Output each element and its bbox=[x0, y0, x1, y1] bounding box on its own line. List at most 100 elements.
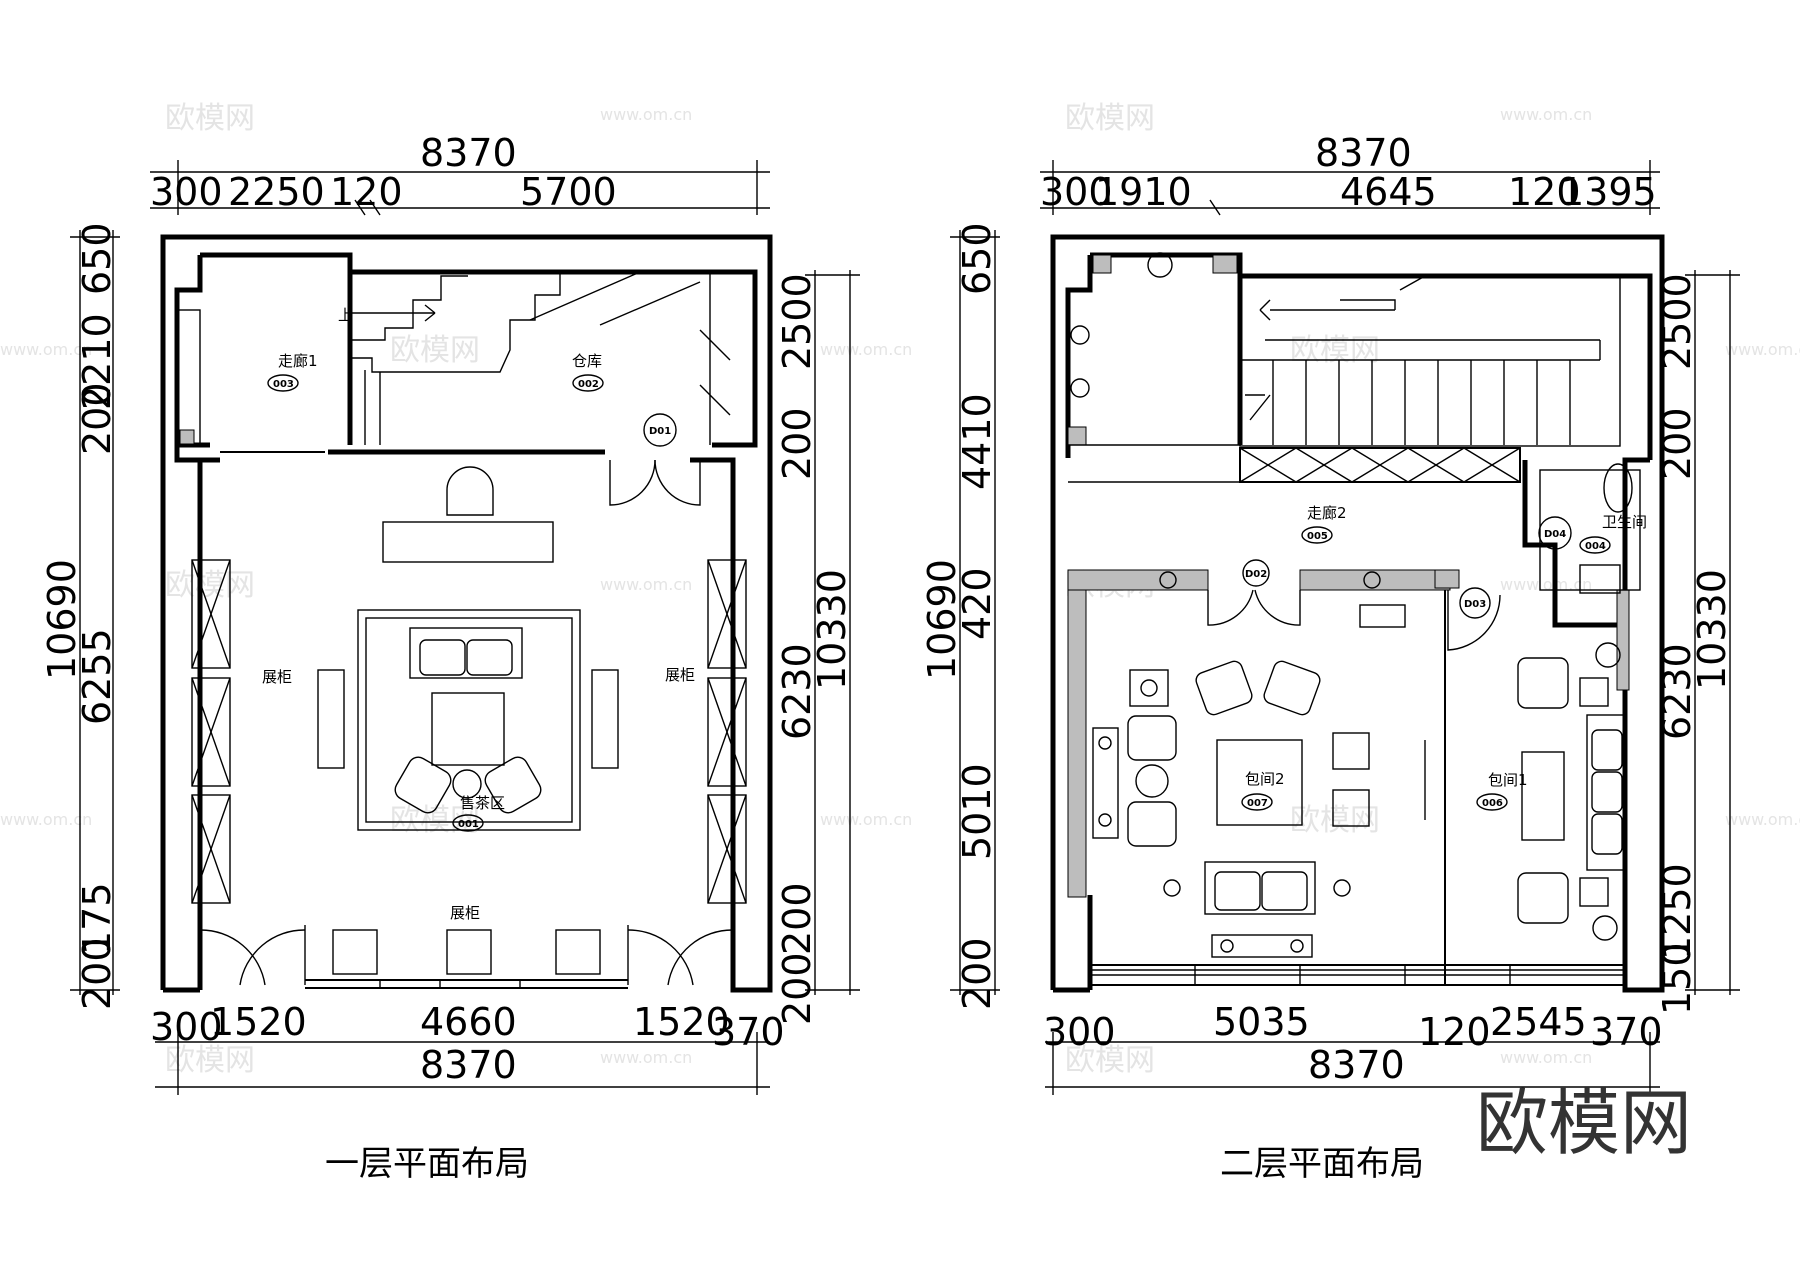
room-tag: 007 bbox=[1247, 798, 1268, 809]
dim-total: 10330 bbox=[1690, 569, 1734, 690]
floor2-left-dimensions: 650 4410 420 5010 200 10690 bbox=[920, 222, 1000, 1010]
dim-segment: 200 bbox=[775, 952, 819, 1025]
room-label: 售茶区 bbox=[460, 794, 505, 812]
floor1-left-dimensions: 10690 650 2210 200 6255 175 200 bbox=[40, 222, 120, 1010]
floor1-door-double bbox=[609, 459, 701, 506]
watermark-url: www.om.cn bbox=[1500, 105, 1592, 124]
watermark-url: www.om.cn bbox=[820, 340, 912, 359]
dim-segment: 200 bbox=[775, 882, 819, 955]
dim-total: 10330 bbox=[810, 569, 854, 690]
dim-total: 8370 bbox=[420, 1043, 517, 1087]
room-label: 走廊1 bbox=[278, 352, 318, 370]
floor2-caption: 二层平面布局 bbox=[1220, 1144, 1424, 1184]
dim-segment: 120 bbox=[1418, 1010, 1491, 1054]
dim-segment: 200 bbox=[775, 407, 819, 480]
floor2-top-dimensions: 8370 300 1910 4645 120 1395 bbox=[1040, 131, 1660, 216]
brand-watermark: 欧模网 bbox=[1476, 1081, 1692, 1165]
floor2-bottom-dimensions: 300 5035 120 2545 370 8370 bbox=[1043, 1000, 1663, 1095]
dim-segment: 4645 bbox=[1340, 170, 1437, 214]
dim-segment: 1910 bbox=[1095, 170, 1192, 214]
floor2-right-dimensions: 2500 200 6230 1250 150 10330 bbox=[1655, 270, 1740, 1015]
dim-segment: 420 bbox=[955, 567, 999, 640]
dim-segment: 300 bbox=[150, 170, 223, 214]
dim-segment: 5010 bbox=[955, 763, 999, 860]
room-tag: 002 bbox=[578, 379, 599, 390]
watermark-url: www.om.cn bbox=[0, 810, 92, 829]
watermark-url: www.om.cn bbox=[820, 810, 912, 829]
dim-segment: 370 bbox=[712, 1010, 785, 1054]
dim-total: 8370 bbox=[1315, 131, 1412, 175]
floor2-doors: D02 D03 bbox=[1207, 559, 1501, 651]
watermark-url: www.om.cn bbox=[1725, 340, 1800, 359]
dim-segment: 120 bbox=[1508, 170, 1581, 214]
dim-segment: 5035 bbox=[1213, 1000, 1310, 1044]
watermark-logo: 欧模网 bbox=[1290, 333, 1380, 368]
dim-segment: 650 bbox=[955, 222, 999, 295]
dim-segment: 1520 bbox=[210, 1000, 307, 1044]
dim-segment: 6255 bbox=[75, 628, 119, 725]
watermark-logo: 欧模网 bbox=[1065, 1043, 1155, 1078]
dim-segment: 4410 bbox=[955, 393, 999, 490]
dim-segment: 200 bbox=[955, 937, 999, 1010]
dim-segment: 2500 bbox=[775, 273, 819, 370]
floor1-entrance bbox=[199, 925, 734, 989]
dim-segment: 120 bbox=[330, 170, 403, 214]
dim-segment: 370 bbox=[1590, 1010, 1663, 1054]
watermark-logo: 欧模网 bbox=[390, 333, 480, 368]
cabinet-label: 展柜 bbox=[262, 668, 292, 686]
dim-segment: 300 bbox=[1040, 170, 1113, 214]
room-label: 走廊2 bbox=[1307, 504, 1347, 522]
door-tag: D02 bbox=[1245, 569, 1267, 580]
cabinet-label: 展柜 bbox=[450, 904, 480, 922]
watermark-url: www.om.cn bbox=[600, 575, 692, 594]
watermark-url: www.om.cn bbox=[0, 340, 92, 359]
dim-segment: 2250 bbox=[228, 170, 325, 214]
dim-total: 8370 bbox=[420, 131, 517, 175]
watermark-logo: 欧模网 bbox=[165, 568, 255, 603]
watermark-url: www.om.cn bbox=[1500, 1048, 1592, 1067]
floor1-bottom-dimensions: 300 1520 4660 1520 370 8370 bbox=[150, 1000, 785, 1095]
dim-segment: 2545 bbox=[1490, 1000, 1587, 1044]
cabinet-label: 展柜 bbox=[665, 666, 695, 684]
dim-segment: 2210 bbox=[75, 313, 119, 410]
dim-segment: 300 bbox=[150, 1005, 223, 1049]
room-tag: 006 bbox=[1482, 798, 1503, 809]
dim-segment: 650 bbox=[75, 222, 119, 295]
dim-segment: 200 bbox=[75, 937, 119, 1010]
dim-total: 8370 bbox=[1308, 1043, 1405, 1087]
floor2-corridor: 走廊2 005 bbox=[1068, 252, 1381, 589]
floor2-railing bbox=[1239, 447, 1521, 483]
floor1-caption: 一层平面布局 bbox=[325, 1144, 529, 1184]
watermark-url: www.om.cn bbox=[1725, 810, 1800, 829]
watermark-logo: 欧模网 bbox=[165, 101, 255, 136]
floor1-storage: 仓库 002 D01 bbox=[572, 352, 677, 447]
watermark-url: www.om.cn bbox=[600, 105, 692, 124]
floor2-room1: 包间1 006 bbox=[1476, 642, 1626, 941]
stair-up-label: 上 bbox=[338, 306, 353, 324]
dim-segment: 300 bbox=[1043, 1010, 1116, 1054]
door-tag: D01 bbox=[649, 426, 671, 437]
floor1-right-dimensions: 2500 200 6230 200 200 10330 bbox=[775, 270, 860, 1025]
watermark-layer: 欧模网 www.om.cn 欧模网 www.om.cn www.om.cn 欧模… bbox=[0, 101, 1800, 1078]
watermark-url: www.om.cn bbox=[1500, 575, 1592, 594]
watermark-url: www.om.cn bbox=[600, 1048, 692, 1067]
dim-total: 10690 bbox=[920, 559, 964, 680]
room-label: 包间2 bbox=[1245, 770, 1285, 788]
room-label: 仓库 bbox=[572, 352, 602, 370]
room-label: 卫生间 bbox=[1602, 513, 1647, 531]
floor2-room2: 包间2 007 bbox=[1092, 604, 1426, 958]
dim-segment: 6230 bbox=[775, 643, 819, 740]
room-label: 包间1 bbox=[1488, 771, 1528, 789]
dim-segment: 1520 bbox=[633, 1000, 730, 1044]
floor2-hatching bbox=[1067, 254, 1630, 898]
dim-segment: 175 bbox=[75, 882, 119, 955]
floor2-stairs bbox=[1239, 275, 1621, 447]
room-tag: 001 bbox=[458, 819, 479, 830]
watermark-logo: 欧模网 bbox=[1290, 803, 1380, 838]
floor1-plan: 8370 300 2250 120 5700 10690 650 2210 20… bbox=[40, 131, 860, 1184]
room-tag: 005 bbox=[1307, 531, 1328, 542]
floor1-stairs: 上 bbox=[338, 271, 731, 445]
floor2-toilet: 卫生间 004 D04 bbox=[1538, 463, 1647, 594]
floor2-glazing bbox=[1090, 964, 1625, 986]
